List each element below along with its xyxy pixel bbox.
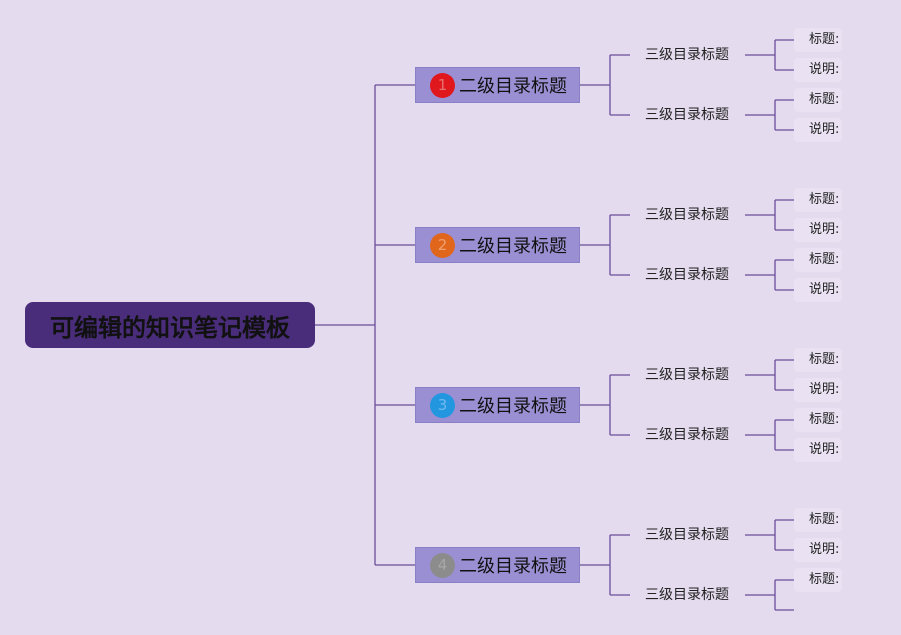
root-node[interactable]: 可编辑的知识笔记模板 xyxy=(25,302,315,348)
section-label: 二级目录标题 xyxy=(459,76,567,97)
root-title: 可编辑的知识笔记模板 xyxy=(50,313,290,342)
tertiary-node[interactable]: 三级目录标题 xyxy=(645,587,729,603)
leaf-node[interactable]: 说明: xyxy=(809,382,840,397)
leaf-background xyxy=(794,408,842,432)
leaf-background xyxy=(794,28,842,52)
section-number-badge: 1 xyxy=(430,72,455,98)
section-label: 二级目录标题 xyxy=(459,396,567,417)
leaf-background xyxy=(794,88,842,112)
leaf-node[interactable]: 说明: xyxy=(809,122,840,137)
section-number-badge: 4 xyxy=(430,552,455,578)
leaf-node[interactable]: 说明: xyxy=(809,282,840,297)
leaf-background xyxy=(794,218,842,242)
leaf-background xyxy=(794,348,842,372)
tertiary-node[interactable]: 三级目录标题 xyxy=(645,47,729,63)
leaf-background xyxy=(794,188,842,212)
tertiary-node[interactable]: 三级目录标题 xyxy=(645,207,729,223)
tertiary-node[interactable]: 三级目录标题 xyxy=(645,107,729,123)
leaf-node[interactable]: 标题: xyxy=(809,92,840,107)
section-number-badge: 3 xyxy=(430,392,455,418)
tertiary-node[interactable]: 三级目录标题 xyxy=(645,427,729,443)
leaf-background xyxy=(794,248,842,272)
leaf-node[interactable]: 标题: xyxy=(809,252,840,267)
leaf-node[interactable]: 说明: xyxy=(809,542,840,557)
leaf-background xyxy=(794,58,842,82)
leaf-background xyxy=(794,278,842,302)
leaf-background xyxy=(794,568,842,592)
section-number-badge: 2 xyxy=(430,232,455,258)
leaf-background xyxy=(794,508,842,532)
leaf-node[interactable]: 标题: xyxy=(809,412,840,427)
leaf-node[interactable]: 说明: xyxy=(809,222,840,237)
leaf-node[interactable]: 标题: xyxy=(809,32,840,47)
leaf-node[interactable]: 标题: xyxy=(809,572,840,587)
leaf-node[interactable]: 标题: xyxy=(809,512,840,527)
section-label: 二级目录标题 xyxy=(459,556,567,577)
leaf-background xyxy=(794,538,842,562)
leaf-background xyxy=(794,438,842,462)
tertiary-node[interactable]: 三级目录标题 xyxy=(645,267,729,283)
leaf-background xyxy=(794,378,842,402)
tertiary-node[interactable]: 三级目录标题 xyxy=(645,527,729,543)
leaf-node[interactable]: 标题: xyxy=(809,192,840,207)
tertiary-node[interactable]: 三级目录标题 xyxy=(645,367,729,383)
leaf-node[interactable]: 标题: xyxy=(809,352,840,367)
section-label: 二级目录标题 xyxy=(459,236,567,257)
leaf-background xyxy=(794,118,842,142)
leaf-node[interactable]: 说明: xyxy=(809,442,840,457)
leaf-node[interactable]: 说明: xyxy=(809,62,840,77)
